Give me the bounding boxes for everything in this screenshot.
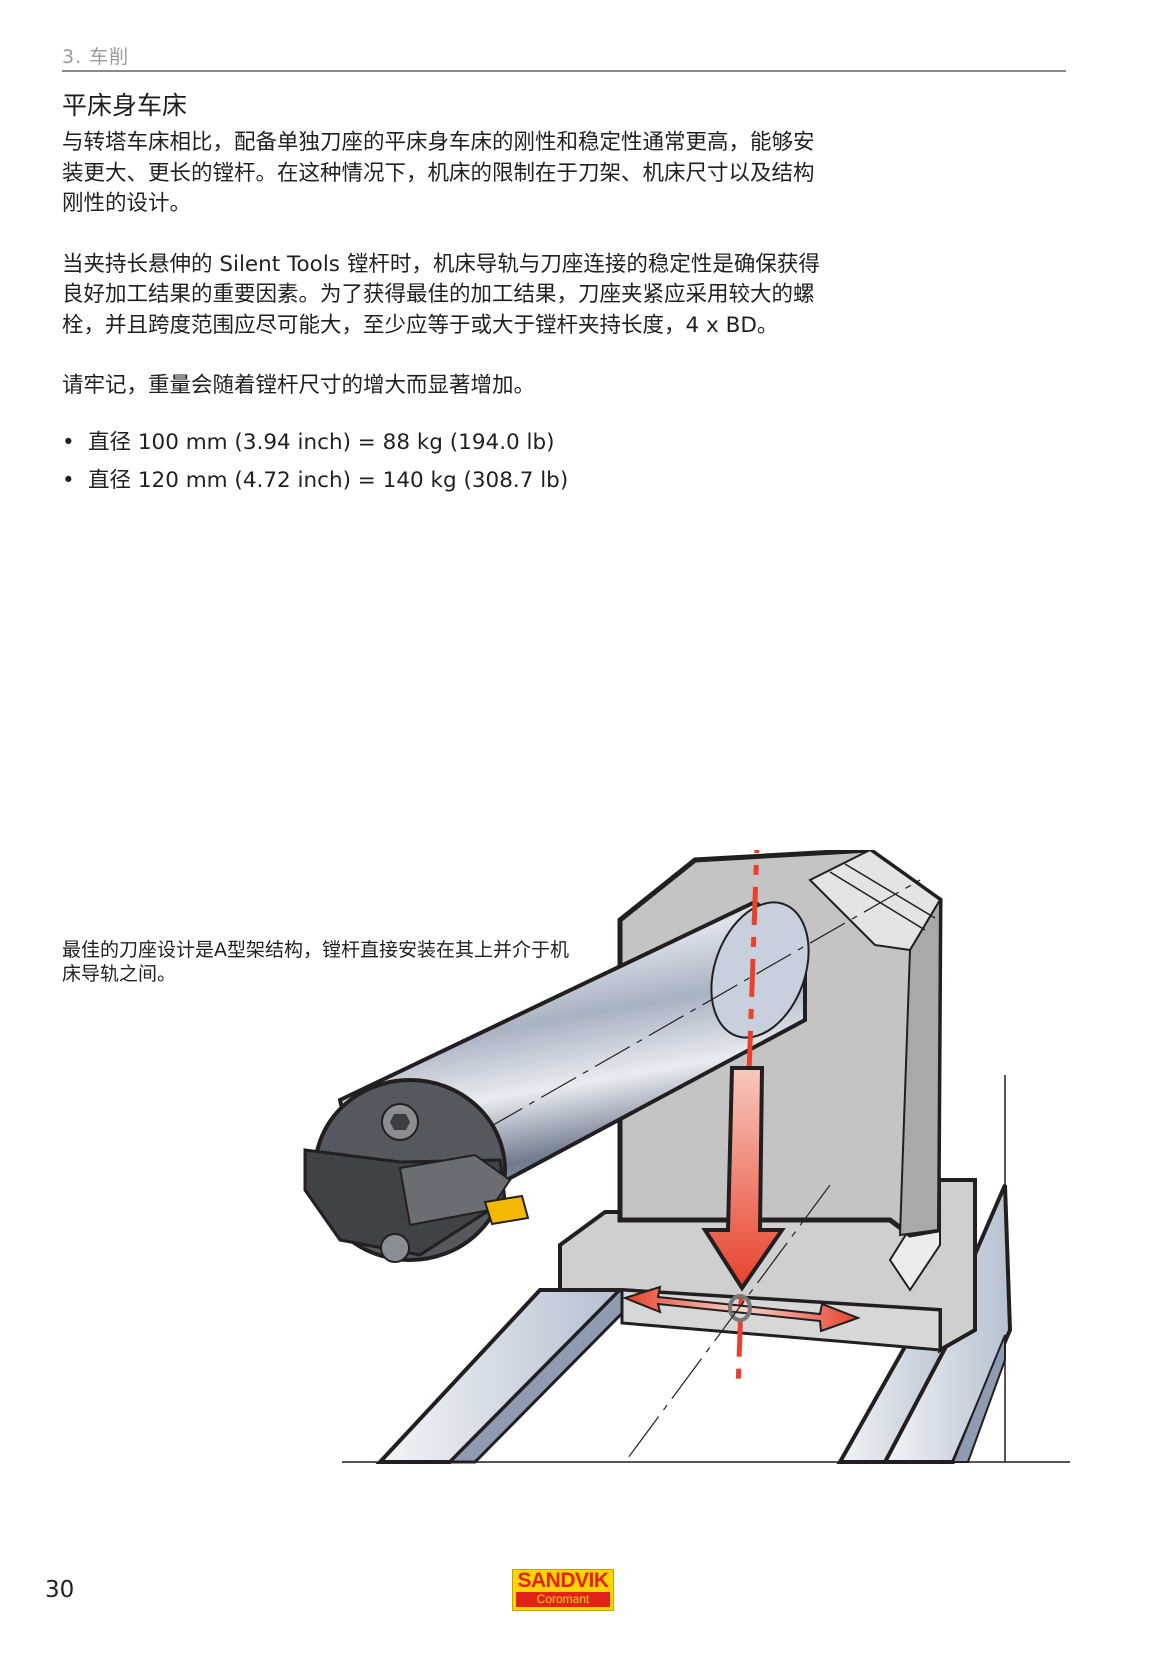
list-item: • 直径 100 mm (3.94 inch) = 88 kg (194.0 l… (62, 424, 822, 462)
header-divider (62, 70, 1066, 72)
paragraph: 与转塔车床相比，配备单独刀座的平床身车床的刚性和稳定性通常更高，能够安装更大、更… (62, 130, 815, 216)
weight-list: • 直径 100 mm (3.94 inch) = 88 kg (194.0 l… (62, 424, 822, 500)
force-line (735, 850, 760, 1391)
logo-sub: Coromant (516, 1592, 610, 1607)
list-item: • 直径 120 mm (4.72 inch) = 140 kg (308.7 … (62, 462, 822, 500)
list-item-text: 直径 120 mm (4.72 inch) = 140 kg (308.7 lb… (88, 467, 569, 493)
insert (483, 1194, 530, 1226)
bullet-icon: • (62, 429, 75, 455)
left-guideway (375, 1288, 649, 1464)
cutting-head (303, 1078, 530, 1263)
chapter-heading: 3. 车削 (62, 46, 130, 68)
lathe-tool-holder-illustration (303, 850, 1070, 1464)
list-item-text: 直径 100 mm (3.94 inch) = 88 kg (194.0 lb) (88, 429, 555, 455)
section-body: 与转塔车床相比，配备单独刀座的平床身车床的刚性和稳定性通常更高，能够安装更大、更… (62, 128, 822, 500)
span-arrow-icon (622, 1285, 861, 1333)
sandvik-coromant-logo: SANDVIK Coromant (512, 1569, 614, 1611)
logo-brand: SANDVIK (517, 1569, 609, 1592)
paragraph: 请牢记，重量会随着镗杆尺寸的增大而显著增加。 (62, 373, 536, 398)
bolt-center-icon (728, 1294, 752, 1322)
paragraph: 当夹持长悬伸的 Silent Tools 镗杆时，机床导轨与刀座连接的稳定性是确… (62, 251, 820, 338)
section-title: 平床身车床 (62, 91, 188, 120)
page-number: 30 (45, 1577, 75, 1603)
figure-caption: 最佳的刀座设计是A型架结构，镗杆直接安装在其上并介于机床导轨之间。 (62, 939, 569, 985)
bullet-icon: • (62, 467, 75, 493)
down-force-arrow-icon (701, 1066, 786, 1292)
